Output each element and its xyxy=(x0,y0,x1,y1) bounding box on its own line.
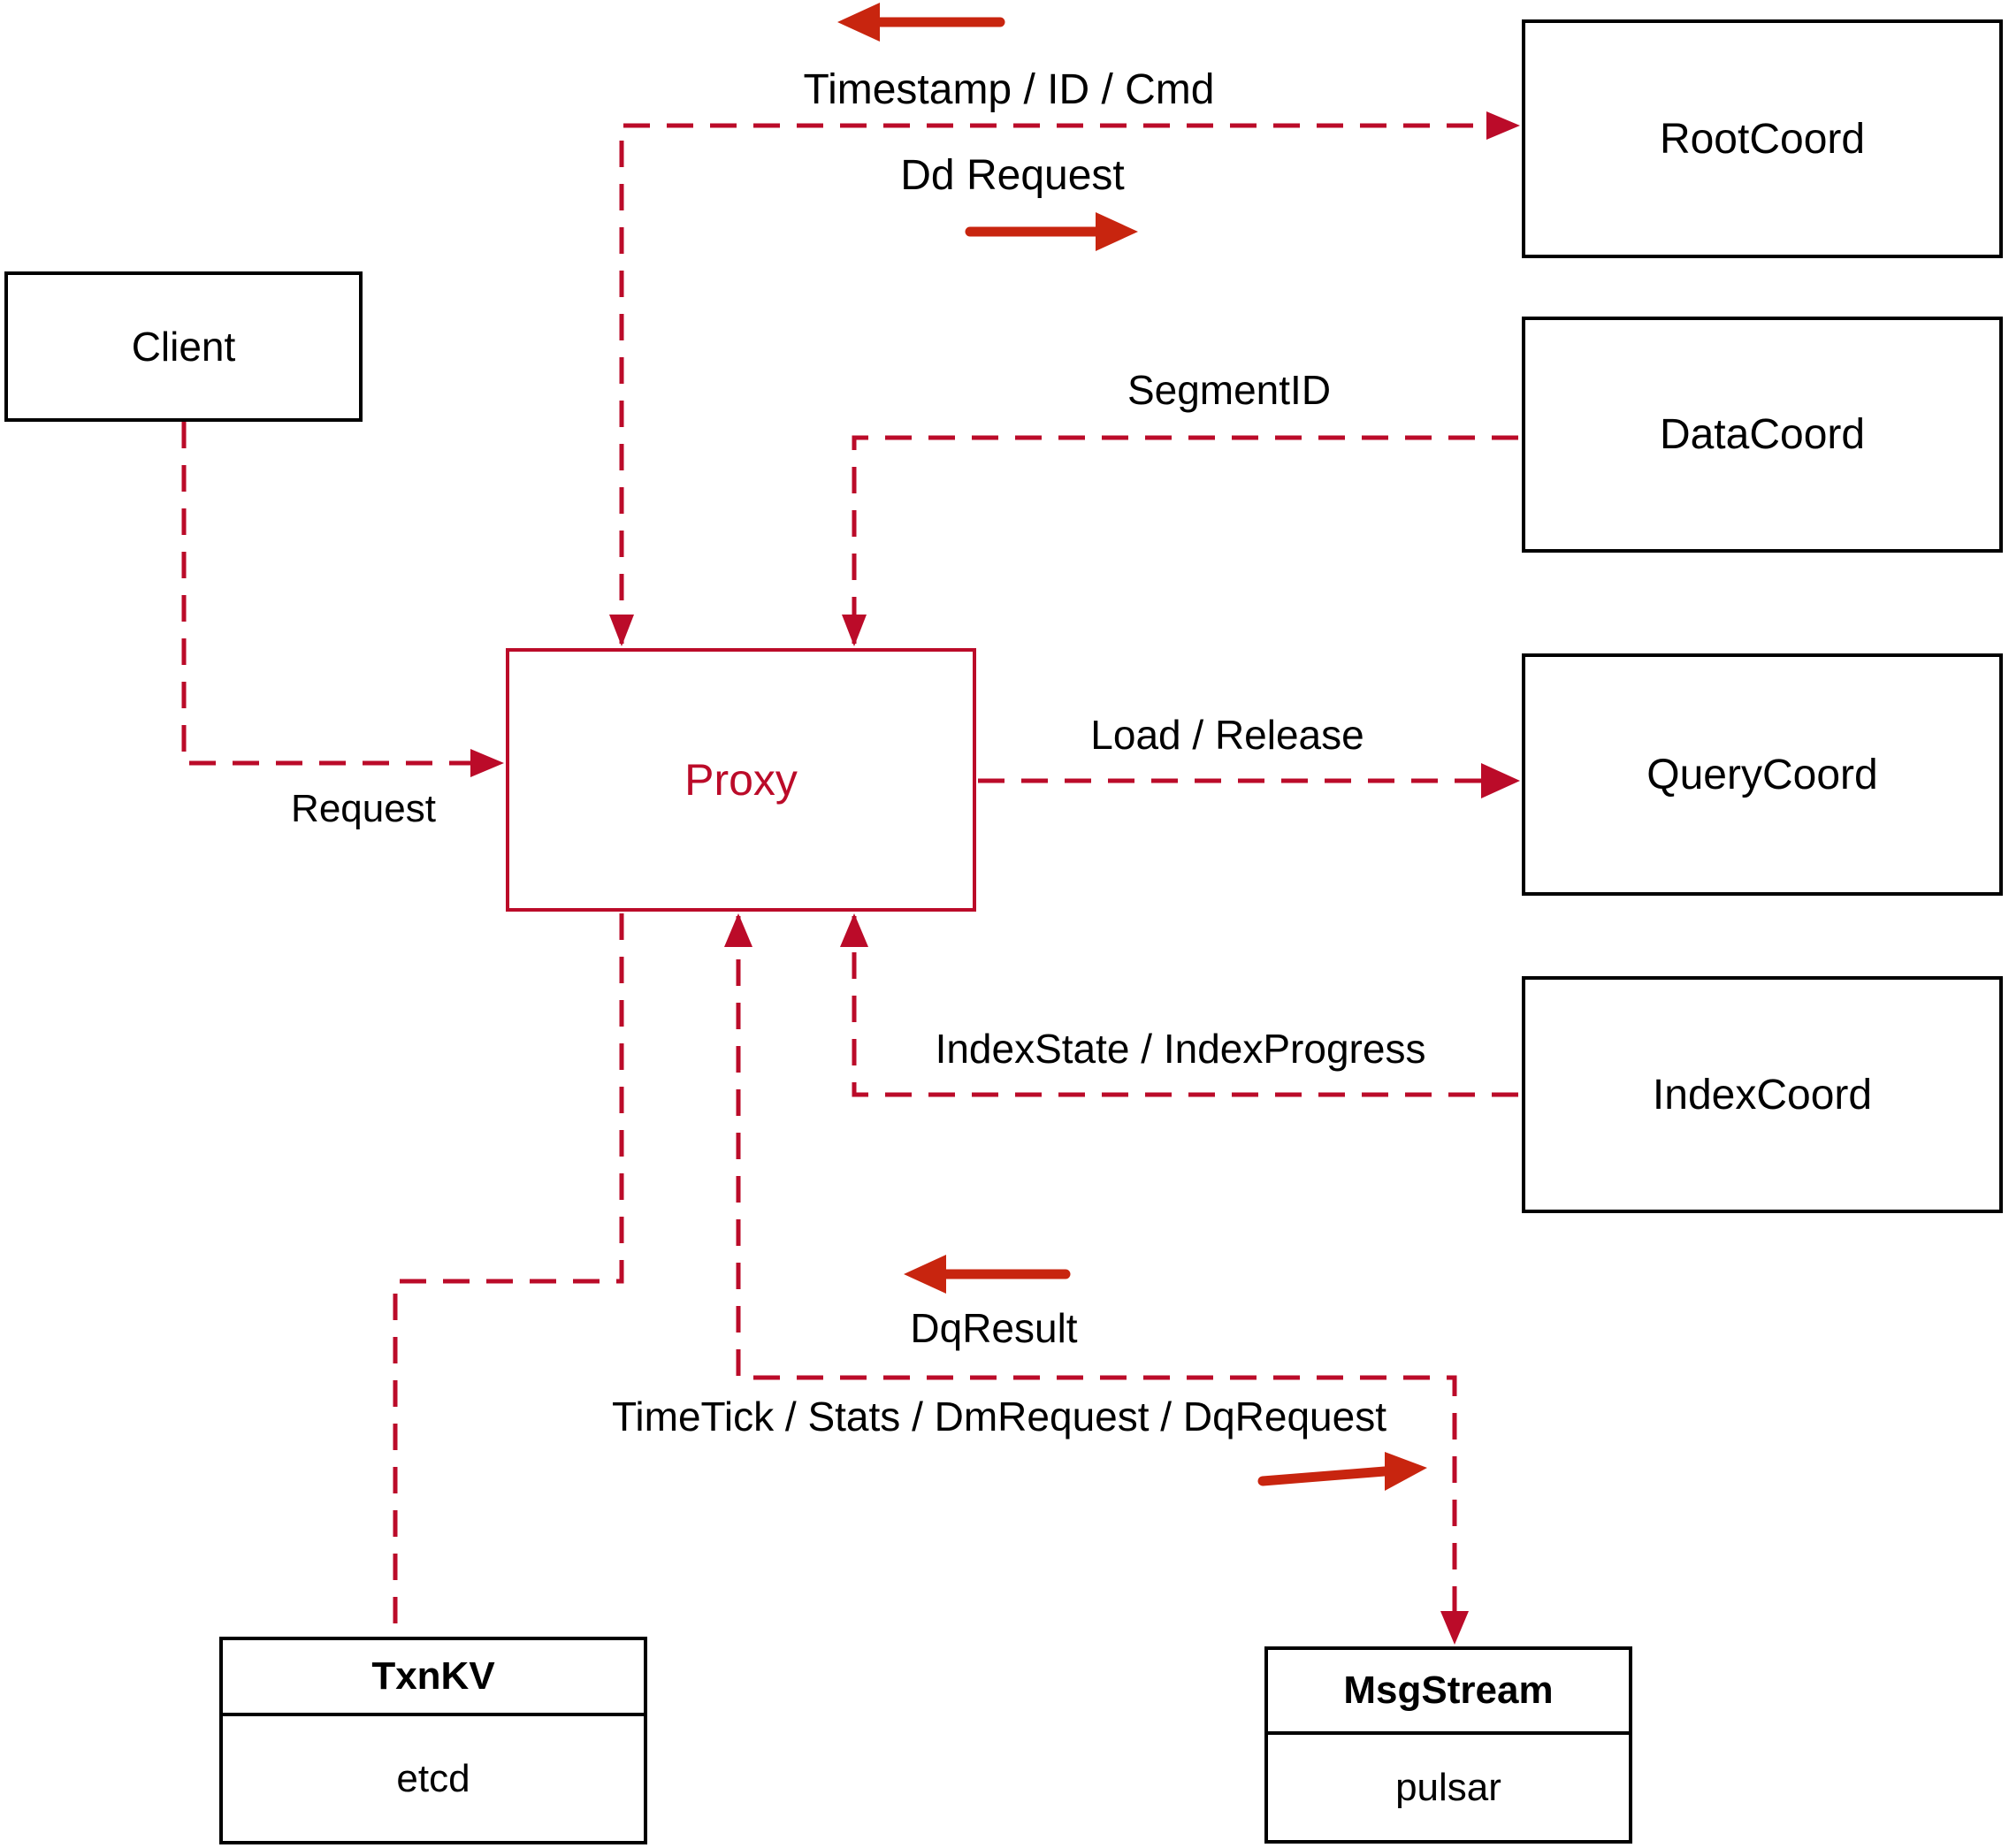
msgstream-title-text: MsgStream xyxy=(1343,1669,1554,1712)
txnkv-node: TxnKV etcd xyxy=(219,1637,647,1844)
datacoord-node-label: DataCoord xyxy=(1659,411,1866,458)
dqresult-flow-arrow-head xyxy=(904,1255,946,1294)
flow-arrow-shafts xyxy=(875,17,1390,1486)
timestamp-flow-arrow-head xyxy=(837,3,880,42)
proxy-msgstream-link xyxy=(736,916,1457,1611)
msgstream-subtitle-text: pulsar xyxy=(1395,1765,1501,1809)
proxy-rootcoord-link xyxy=(619,123,1486,644)
timetick-label: TimeTick / Stats / DmRequest / DqRequest xyxy=(612,1394,1386,1439)
connector-arrowheads xyxy=(470,111,1520,1645)
into-querycoord-arrowhead xyxy=(1481,763,1520,798)
querycoord-node-label: QueryCoord xyxy=(1646,751,1878,798)
timetick-flow-arrow-shaft xyxy=(1257,1466,1390,1486)
indexcoord-proxy-link xyxy=(852,916,1518,1097)
flow-arrow-heads xyxy=(837,3,1427,1491)
load-release-label: Load / Release xyxy=(1090,712,1364,758)
msgstream-into-proxy-arrowhead xyxy=(724,913,752,947)
querycoord-node: QueryCoord xyxy=(1522,653,2003,896)
txnkv-subtitle-text: etcd xyxy=(396,1756,470,1800)
client-node-label: Client xyxy=(131,324,236,370)
into-msgstream-arrowhead xyxy=(1440,1611,1469,1645)
dashed-connectors xyxy=(181,123,1518,1637)
datacoord-proxy-link xyxy=(852,435,1518,644)
segment-id-label: SegmentID xyxy=(1127,367,1332,413)
datacoord-node: DataCoord xyxy=(1522,317,2003,553)
client-node: Client xyxy=(4,271,363,422)
indexcoord-node: IndexCoord xyxy=(1522,976,2003,1213)
txnkv-title-text: TxnKV xyxy=(371,1654,495,1698)
timetick-flow-arrow-head xyxy=(1385,1452,1427,1491)
proxy-node-label: Proxy xyxy=(684,755,798,805)
datacoord-into-proxy-arrowhead xyxy=(842,615,867,646)
index-state-label: IndexState / IndexProgress xyxy=(935,1026,1426,1072)
timestamp-id-cmd-label: Timestamp / ID / Cmd xyxy=(803,66,1215,113)
dq-result-label: DqResult xyxy=(910,1305,1078,1351)
indexcoord-into-proxy-arrowhead xyxy=(840,913,868,947)
dd-request-label: Dd Request xyxy=(900,152,1125,199)
into-rootcoord-arrowhead xyxy=(1486,111,1520,140)
msgstream-node: MsgStream pulsar xyxy=(1264,1646,1632,1844)
request-label: Request xyxy=(291,787,436,830)
proxy-node: Proxy xyxy=(506,648,976,912)
rootcoord-node-label: RootCoord xyxy=(1659,115,1866,163)
dd-request-flow-arrow-head xyxy=(1096,212,1138,251)
rootcoord-node: RootCoord xyxy=(1522,19,2003,258)
flow-direction-arrows xyxy=(837,3,1427,1491)
rootcoord-into-proxy-arrowhead xyxy=(609,615,634,646)
txnkv-node-title: TxnKV xyxy=(223,1640,644,1716)
client-proxy-link xyxy=(181,422,472,766)
indexcoord-node-label: IndexCoord xyxy=(1652,1071,1873,1119)
txnkv-node-subtitle: etcd xyxy=(223,1716,644,1841)
request-into-proxy-arrowhead xyxy=(470,749,504,777)
msgstream-node-title: MsgStream xyxy=(1268,1650,1629,1735)
msgstream-node-subtitle: pulsar xyxy=(1268,1735,1629,1840)
proxy-txnkv-link xyxy=(393,913,624,1637)
